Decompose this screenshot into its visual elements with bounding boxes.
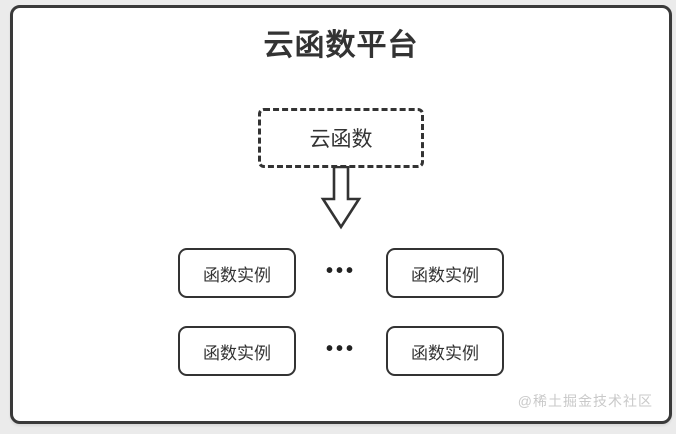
diagram-frame: 云函数平台 云函数 函数实例 ••• 函数实例 函数实例 ••• 函数实例 — [10, 5, 672, 424]
watermark: @稀土掘金技术社区 — [517, 393, 653, 409]
ellipsis-separator: ••• — [325, 260, 356, 282]
function-instance-label: 函数实例 — [202, 265, 271, 285]
cloud-function-node: 云函数 — [258, 108, 424, 168]
function-instance-node: 函数实例 — [177, 248, 296, 298]
function-instance-label: 函数实例 — [202, 343, 271, 363]
function-instance-node: 函数实例 — [386, 248, 504, 298]
instance-row: 函数实例 ••• 函数实例 — [177, 248, 504, 298]
function-instance-label: 函数实例 — [411, 265, 479, 285]
function-instance-label: 函数实例 — [411, 343, 479, 363]
arrow-container — [320, 166, 362, 230]
function-instance-node: 函数实例 — [177, 326, 296, 376]
down-arrow-icon — [320, 166, 362, 230]
function-instance-node: 函数实例 — [386, 326, 504, 376]
cloud-function-label: 云函数 — [309, 128, 373, 151]
instance-row: 函数实例 ••• 函数实例 — [177, 326, 504, 376]
diagram-title: 云函数平台 — [263, 29, 419, 62]
diagram-canvas: 云函数平台 云函数 函数实例 ••• 函数实例 函数实例 ••• 函数实例 — [13, 8, 669, 421]
ellipsis-separator: ••• — [325, 338, 356, 360]
